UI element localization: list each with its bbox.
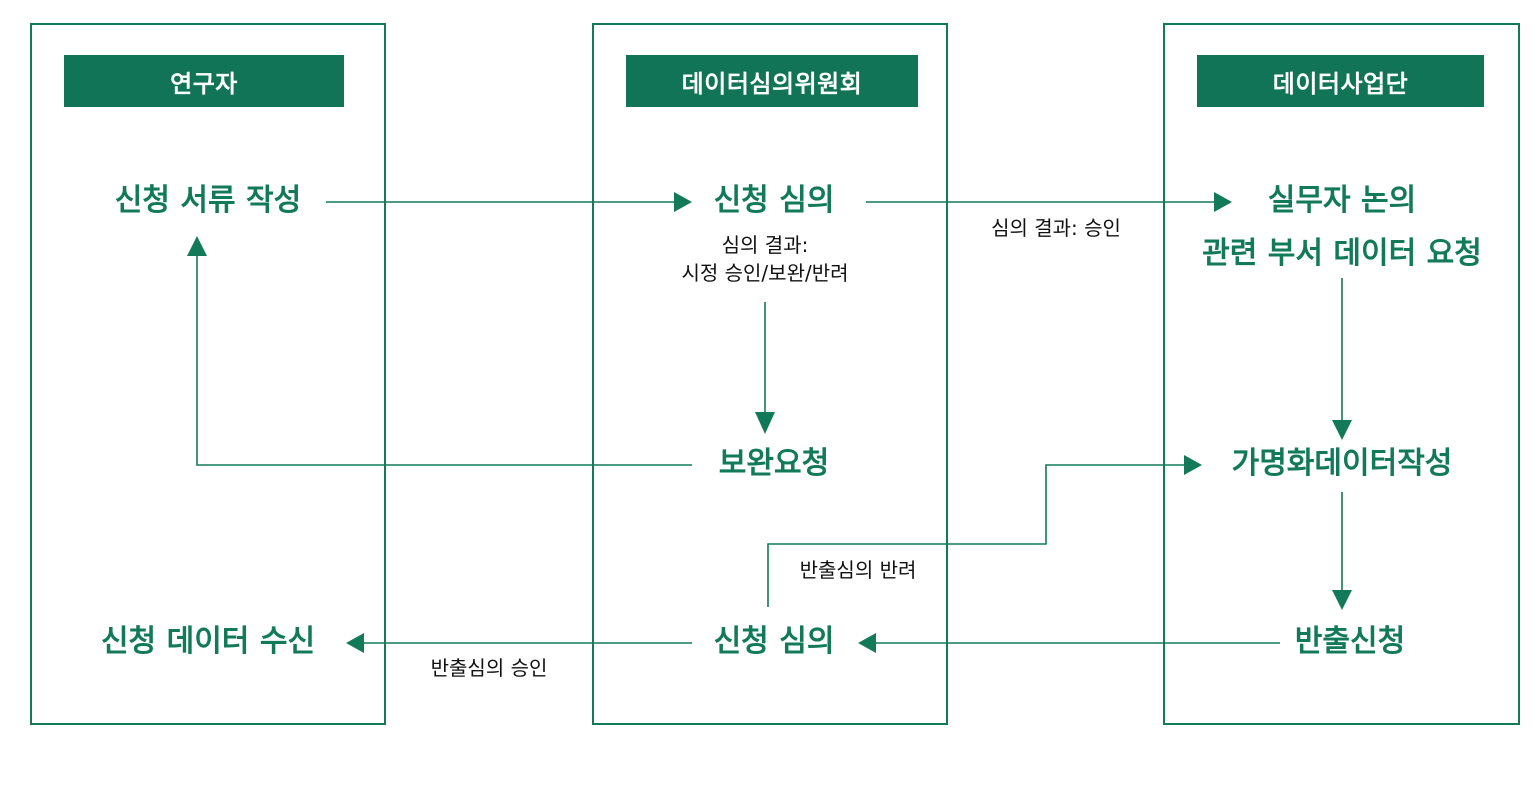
note-export-rejected: 반출심의 반려 [799, 558, 917, 582]
note-review-result-line1: 심의 결과: [721, 233, 809, 257]
step-request-dept-data: 관련 부서 데이터 요청 [1202, 236, 1482, 271]
note-export-approved: 반출심의 승인 [430, 656, 548, 680]
note-review-result-line2: 시정 승인/보완/반려 [681, 261, 849, 285]
step-review-export: 신청 심의 [713, 624, 835, 659]
step-write-application: 신청 서류 작성 [114, 183, 302, 218]
step-receive-data: 신청 데이터 수신 [100, 624, 316, 659]
lane-header-business: 데이터사업단 [1197, 55, 1484, 107]
note-review-approved: 심의 결과: 승인 [991, 216, 1121, 240]
lane-committee [592, 23, 948, 725]
lane-researcher [30, 23, 386, 725]
lane-header-committee: 데이터심의위원회 [626, 55, 918, 107]
step-practitioner-discussion: 실무자 논의 [1267, 183, 1417, 218]
step-create-pseudonymized-data: 가명화데이터작성 [1231, 446, 1453, 481]
note-review-result: 심의 결과: 시정 승인/보완/반려 [681, 231, 848, 287]
step-export-application: 반출신청 [1294, 624, 1406, 659]
lane-business [1163, 23, 1520, 725]
step-supplement-request: 보완요청 [718, 446, 830, 481]
step-review-application: 신청 심의 [713, 183, 835, 218]
lane-header-researcher: 연구자 [64, 55, 344, 107]
